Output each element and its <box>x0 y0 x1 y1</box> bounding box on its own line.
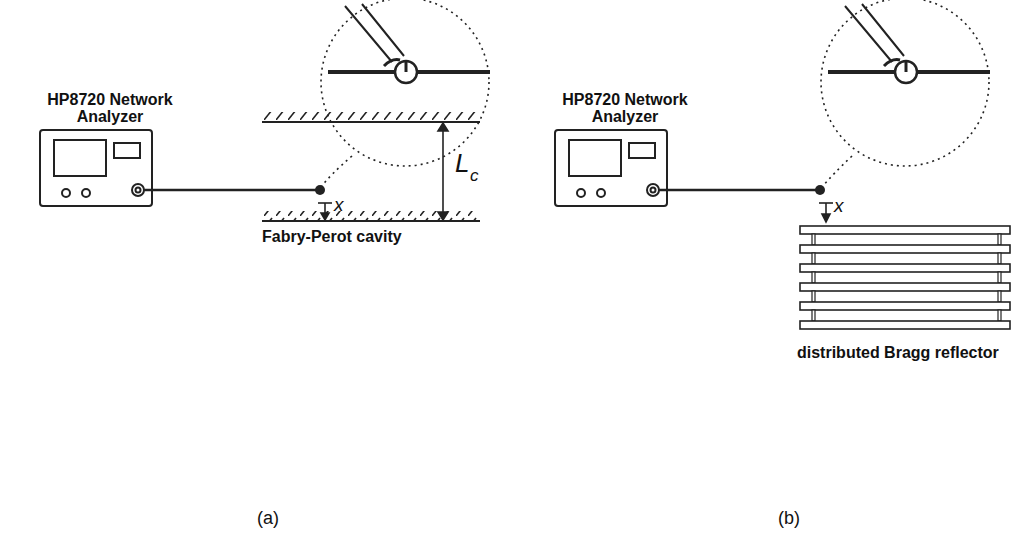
instrument-label: HP8720 Network Analyzer <box>30 92 190 126</box>
probe-tip <box>815 185 825 195</box>
fabry-perot-mirrors <box>262 112 480 221</box>
spacer <box>998 253 1001 264</box>
zoom-inset <box>321 0 490 186</box>
dielectric-plate <box>800 302 1010 310</box>
instrument-label: HP8720 Network Analyzer <box>545 92 705 126</box>
spacer <box>998 310 1001 321</box>
component-label: distributed Bragg reflector <box>797 344 999 362</box>
dimension-subscript: c <box>470 166 479 186</box>
dimension-label: L <box>455 148 469 179</box>
spacer <box>998 272 1001 283</box>
cable <box>144 189 318 192</box>
component-label: Fabry-Perot cavity <box>262 228 402 246</box>
dielectric-plate <box>800 226 1010 234</box>
spacer <box>812 310 815 321</box>
spacer <box>812 272 815 283</box>
panel-label: (a) <box>257 508 279 529</box>
dielectric-plate <box>800 321 1010 329</box>
dimension-label: x <box>834 195 844 217</box>
spacer <box>812 253 815 264</box>
bragg-reflector-stack <box>800 226 1010 329</box>
spacer <box>998 291 1001 302</box>
spacer <box>812 234 815 245</box>
probe-tip <box>315 185 325 195</box>
spacer <box>812 291 815 302</box>
cable <box>659 189 818 192</box>
dielectric-plate <box>800 264 1010 272</box>
dielectric-plate <box>800 245 1010 253</box>
network-analyzer <box>555 130 667 206</box>
spacer <box>998 234 1001 245</box>
x-dimension <box>318 203 332 220</box>
network-analyzer <box>40 130 152 206</box>
dimension-label: x <box>334 194 344 216</box>
cavity-length-dimension <box>438 123 448 220</box>
x-dimension <box>819 203 833 222</box>
panel-label: (b) <box>778 508 800 529</box>
zoom-inset <box>821 0 990 186</box>
dielectric-plate <box>800 283 1010 291</box>
